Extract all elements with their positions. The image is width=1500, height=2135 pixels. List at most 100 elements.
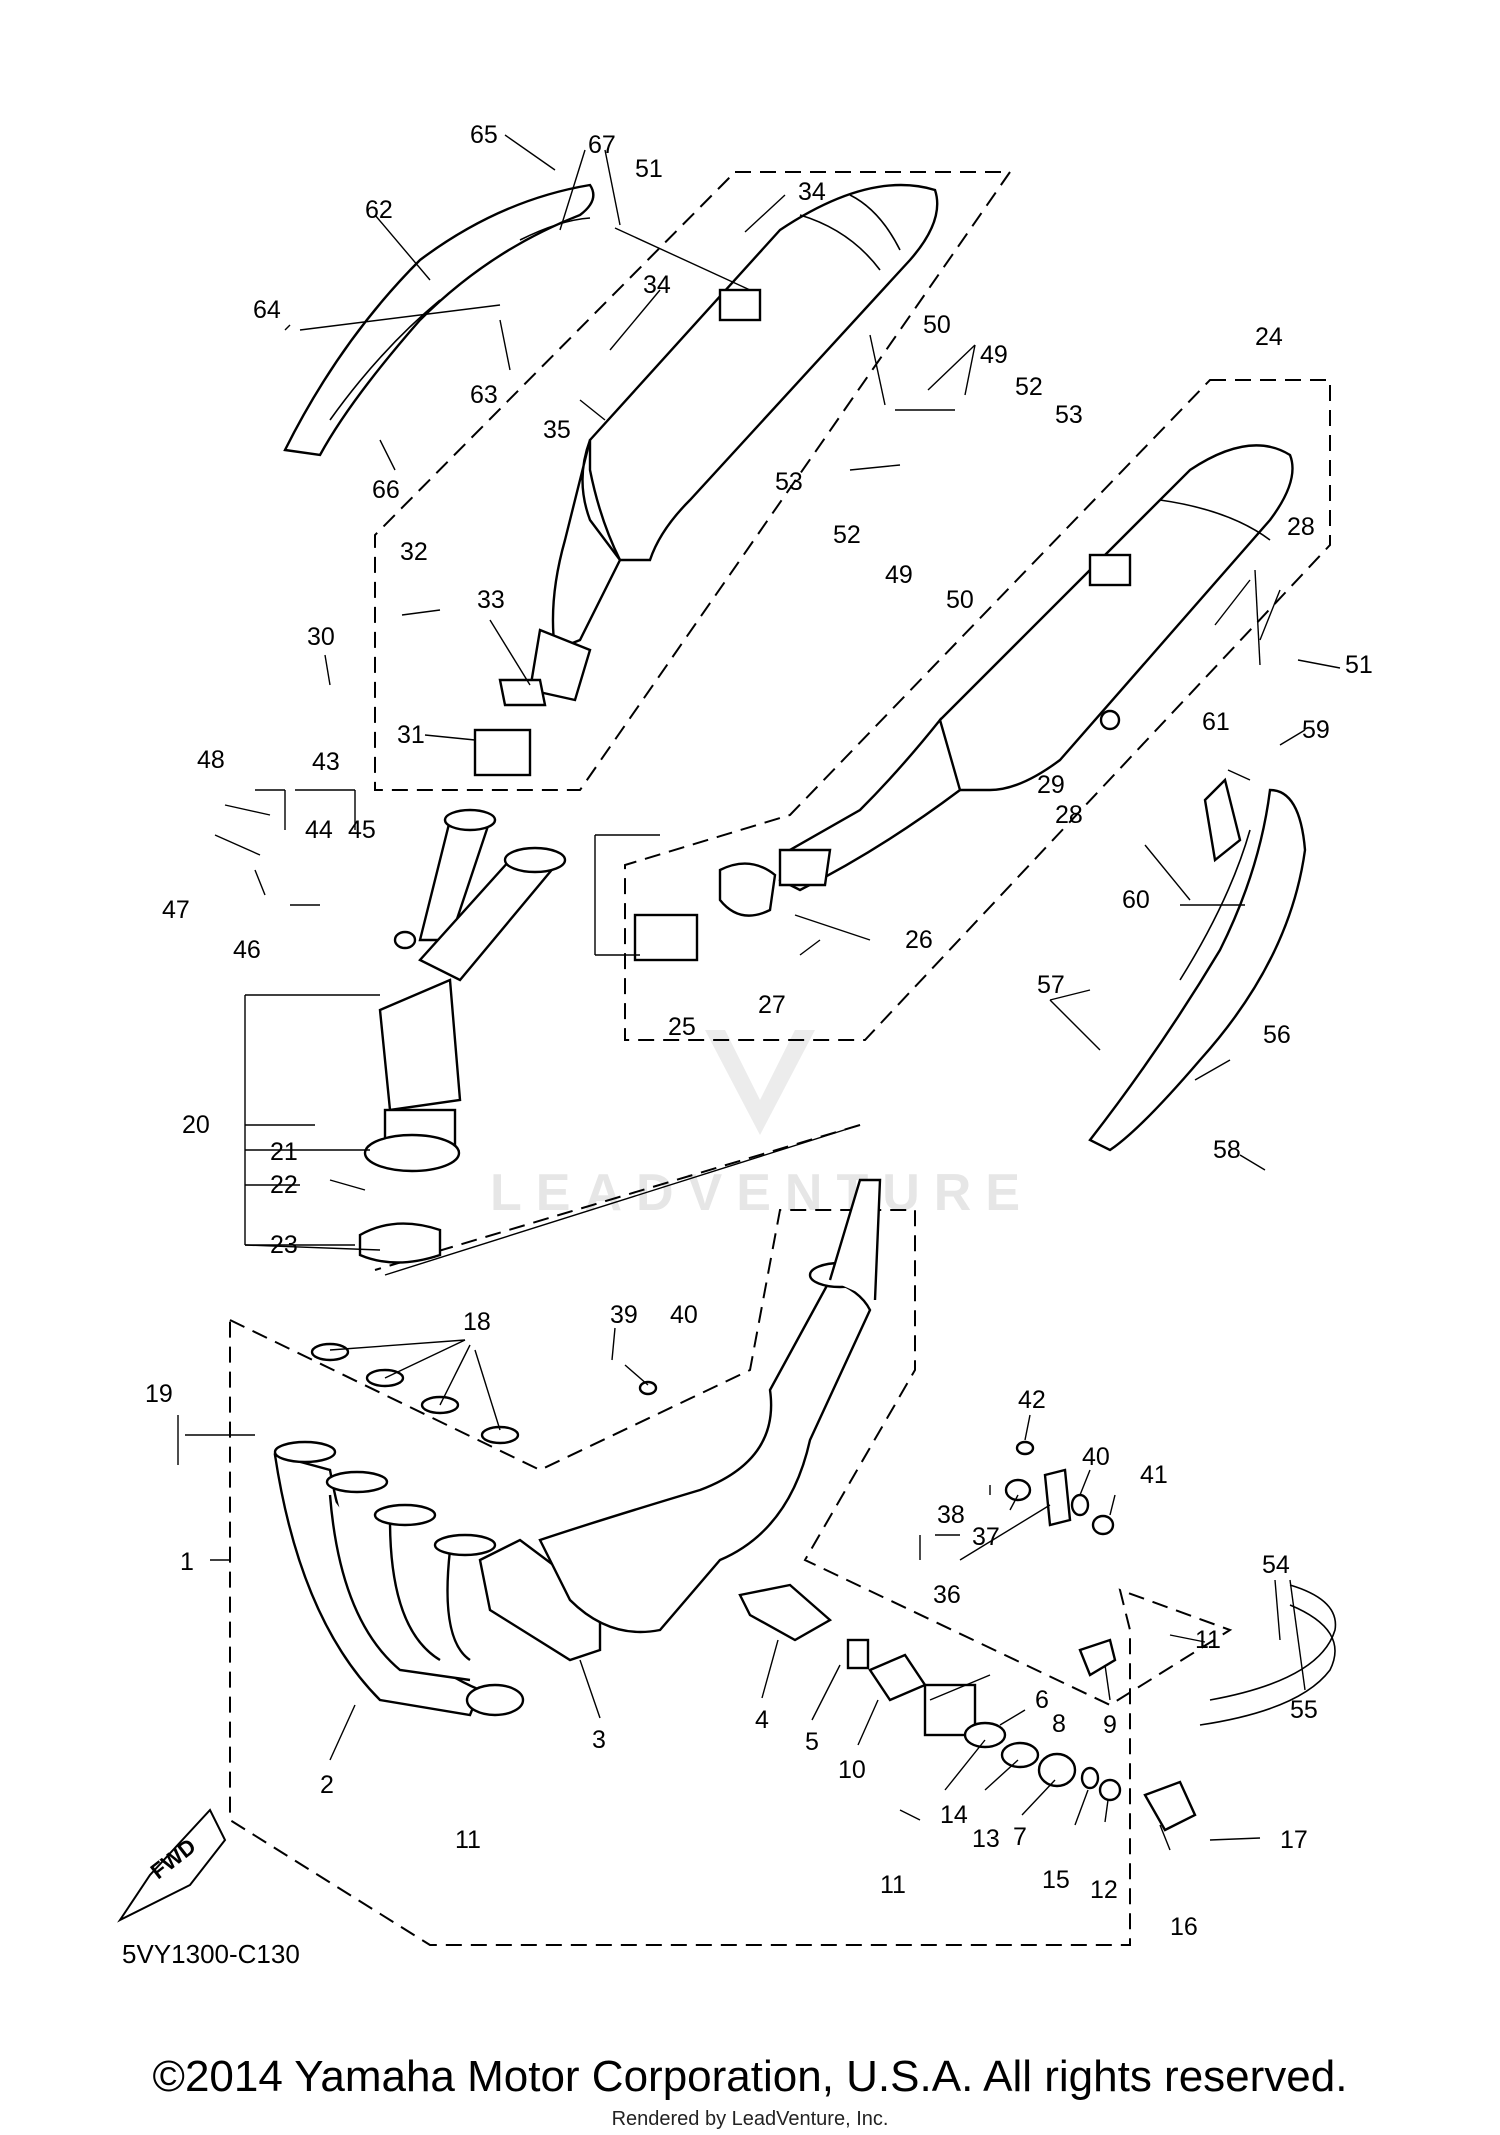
stay-36: [1043, 1468, 1072, 1527]
callout-27: 27: [758, 991, 786, 1019]
assembly-outline-muffler-upper: [374, 171, 1012, 791]
diagram-code: 5VY1300-C130: [122, 1939, 300, 1969]
callout-11b: 11: [455, 1826, 481, 1854]
callout-48: 48: [197, 746, 225, 774]
callout-50a: 50: [923, 311, 951, 339]
callout-43: 43: [312, 748, 340, 776]
callout-11c: 11: [880, 1871, 906, 1899]
washer-42: [1015, 1440, 1035, 1456]
callout-14: 14: [940, 1801, 968, 1829]
callout-6: 6: [1035, 1686, 1049, 1714]
spring-8: [963, 1721, 1007, 1749]
callout-50b: 50: [946, 586, 974, 614]
lower-muffler: [778, 444, 1294, 892]
callout-3: 3: [592, 1726, 606, 1754]
bracket-9: [1078, 1638, 1117, 1677]
callout-20: 20: [182, 1111, 210, 1139]
fwd-arrow: FWD: [117, 1808, 227, 1923]
callout-58: 58: [1213, 1136, 1241, 1164]
callout-7: 7: [1013, 1823, 1027, 1851]
o-ring-13: [1000, 1741, 1040, 1769]
callout-54: 54: [1262, 1551, 1290, 1579]
callout-40b: 40: [1082, 1443, 1110, 1471]
callout-64: 64: [253, 296, 281, 324]
cable-54: [1209, 1584, 1337, 1701]
callout-49b: 49: [885, 561, 913, 589]
gasket-10: [868, 1653, 927, 1702]
watermark-logo: [705, 1030, 815, 1135]
callout-29: 29: [1037, 771, 1065, 799]
callout-65: 65: [470, 121, 498, 149]
callout-53a: 53: [1055, 401, 1083, 429]
collector-pipe: [538, 1178, 882, 1634]
clamp-27: [718, 862, 777, 917]
callout-39: 39: [610, 1301, 638, 1329]
callout-12: 12: [1090, 1876, 1118, 1904]
gasket-21: [363, 1133, 461, 1173]
callout-labels: 1 2 3 4 5 6 7 8 9 10 11 11 11 12 13 14 1…: [145, 121, 1373, 1941]
copyright-notice: ©2014 Yamaha Motor Corporation, U.S.A. A…: [152, 2052, 1348, 2101]
callout-1: 1: [180, 1548, 194, 1576]
bushing-5: [846, 1638, 870, 1670]
callout-55: 55: [1290, 1696, 1318, 1724]
callout-16: 16: [1170, 1913, 1198, 1941]
callout-66: 66: [372, 476, 400, 504]
callout-37: 37: [972, 1523, 1000, 1551]
callout-28a: 28: [1287, 513, 1315, 541]
callout-18: 18: [463, 1308, 491, 1336]
callout-42: 42: [1018, 1386, 1046, 1414]
callout-5: 5: [805, 1728, 819, 1756]
callout-51a: 51: [635, 155, 663, 183]
callout-52a: 52: [1015, 373, 1043, 401]
exhaust-header: [273, 1440, 525, 1717]
gasket-31: [473, 728, 532, 777]
cable-55: [1199, 1604, 1336, 1726]
callout-28b: 28: [1055, 801, 1083, 829]
callout-44: 44: [305, 816, 333, 844]
callout-8: 8: [1052, 1710, 1066, 1738]
assembly-outline-pipe: [229, 1209, 1233, 1946]
callout-32: 32: [400, 538, 428, 566]
callout-61: 61: [1202, 708, 1230, 736]
callout-63: 63: [470, 381, 498, 409]
callout-19: 19: [145, 1380, 173, 1408]
callout-51b: 51: [1345, 651, 1373, 679]
gasket-18-d: [480, 1425, 520, 1445]
callout-23: 23: [270, 1231, 298, 1259]
callout-13: 13: [972, 1825, 1000, 1853]
callout-22: 22: [270, 1171, 298, 1199]
collar-37: [1004, 1478, 1032, 1502]
clamp-33: [498, 678, 547, 707]
callout-59: 59: [1302, 716, 1330, 744]
callout-34b: 34: [643, 271, 671, 299]
callout-4: 4: [755, 1706, 769, 1734]
pulley-7: [1037, 1752, 1077, 1788]
callout-10: 10: [838, 1756, 866, 1784]
watermark-text: LEADVENTURE: [490, 1164, 1034, 1222]
callout-35: 35: [543, 416, 571, 444]
callout-17: 17: [1280, 1826, 1308, 1854]
callout-56: 56: [1263, 1021, 1291, 1049]
clamp-23: [358, 1222, 442, 1264]
assembly-outline-muffler-lower: [624, 379, 1331, 1041]
joint-pipe: [378, 808, 567, 1147]
callout-57: 57: [1037, 971, 1065, 999]
callout-2: 2: [320, 1771, 334, 1799]
outline-link: [374, 1124, 861, 1271]
callout-33: 33: [477, 586, 505, 614]
callout-53b: 53: [775, 468, 803, 496]
callout-11a: 11: [1195, 1626, 1221, 1654]
callout-15: 15: [1042, 1866, 1070, 1894]
exhaust-valve-4: [738, 1583, 833, 1642]
gasket-3: [478, 1538, 602, 1662]
callout-31: 31: [397, 721, 425, 749]
callout-38: 38: [937, 1501, 965, 1529]
callout-34a: 34: [798, 178, 826, 206]
upper-heat-shield: [283, 183, 595, 457]
callout-30: 30: [307, 623, 335, 651]
callout-41: 41: [1140, 1461, 1168, 1489]
callout-49a: 49: [980, 341, 1008, 369]
washer-40-a: [638, 1380, 658, 1396]
upper-muffler: [528, 183, 939, 702]
